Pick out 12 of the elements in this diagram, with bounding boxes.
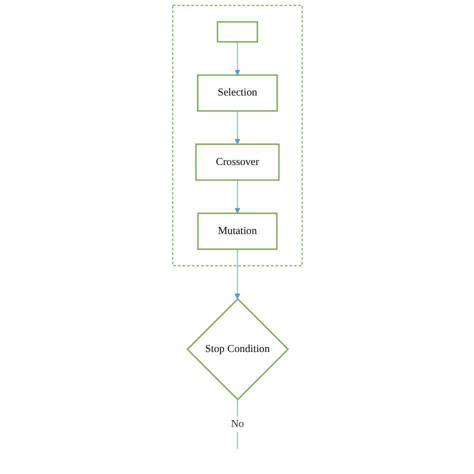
edge-label: No xyxy=(230,418,244,430)
node-box: Mutation xyxy=(196,212,278,250)
node-diamond: Stop Condition xyxy=(186,298,289,401)
arrow xyxy=(234,248,240,300)
arrow xyxy=(234,110,240,144)
connector xyxy=(236,399,238,450)
cluster xyxy=(172,4,302,266)
node-box xyxy=(216,21,258,43)
node-box: Selection xyxy=(196,74,278,112)
arrow xyxy=(234,180,240,214)
arrow xyxy=(234,42,240,76)
node-box: Crossover xyxy=(194,144,280,181)
